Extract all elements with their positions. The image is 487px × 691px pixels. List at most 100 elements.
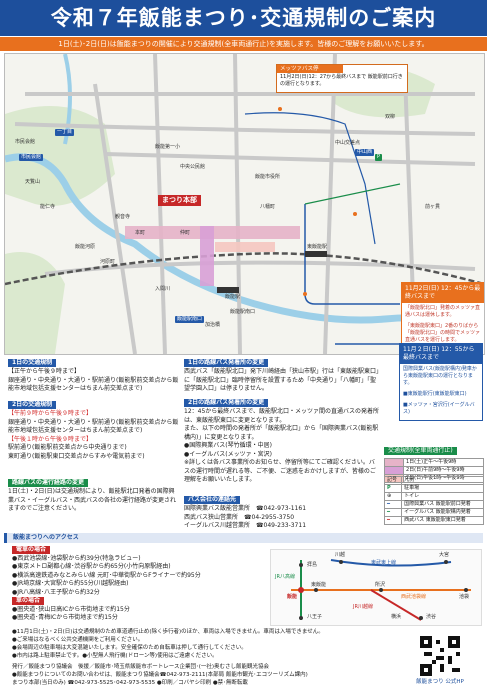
day2-roads-c: 東町通り(飯能駅東口交差点からすみや電気前まで): [8, 452, 145, 460]
train-line: ●西武池袋線･池袋駅から約39分(特急ラビュー): [12, 554, 141, 562]
day1-title: 1日の交通規制: [8, 359, 57, 367]
train-line: ●JR埼京線･大宮駅から約55分(川越駅経由): [12, 580, 129, 587]
bus-stop2-section: 2日の路線バス発着所の変更 12：45から最終バスまで、飯能駅北口・メッツァ間の…: [184, 398, 380, 485]
rail-station: 横浜: [391, 614, 402, 620]
qr-code-graphic: [420, 636, 460, 676]
bus-stop2-line: ●イーグルバス(メッツァ・宮沢): [184, 450, 272, 458]
rail-station: 八王子: [307, 614, 323, 620]
bus-contacts-title: バス会社の連絡先: [184, 496, 241, 504]
credit-line: ●飯能まつりについてのお問い合わせは、飯能まつり協議会☎042-973-2111…: [12, 672, 308, 678]
map-tag: 一丁目: [55, 129, 75, 136]
map-label-east-station: 東飯能駅: [307, 244, 328, 250]
contact-tel[interactable]: ☎04-2955-3750: [244, 513, 295, 521]
bus-route-body: 1日(土)・2日(日)は交通規制により、飯能駅北口発着の国際興業バス・イーグルバ…: [8, 488, 177, 512]
day2-title: 2日の交通規制: [8, 401, 57, 409]
rail-map-canvas: [291, 559, 471, 621]
rail-station: 渋谷: [426, 614, 437, 620]
day1-roads: 銀座通り・中央通り・大通り・駅前通り(飯能駅前交差点から飯能市地域包括支援センタ…: [8, 376, 179, 393]
map-label-kajibashi: 加治橋: [205, 322, 221, 328]
map-label-noninji: 能仁寺: [40, 204, 56, 210]
swatch: [384, 466, 404, 475]
map-label-kominkan: 中央公民館: [180, 164, 206, 170]
map-label-tenranzan: 天覧山: [25, 179, 41, 185]
rail-station: 拝島: [307, 562, 318, 568]
bus-line-icon: ━: [383, 516, 403, 525]
qr-caption: 飯能まつり 公式HP: [416, 679, 464, 685]
callout-body: 11月2日(日)12：27から最終バスまで 飯能駅前口行きの運行となります。: [280, 74, 403, 87]
rail-station: 川越: [335, 552, 346, 558]
credit-line: まつり本部(当日のみ) ☎042-973-5525･042-973-5535 ●…: [12, 680, 248, 686]
legend-text: 駐車場: [401, 484, 484, 493]
map-label-irumagawa: 入間川: [155, 286, 171, 292]
map-label-school: 飯能第一小: [155, 144, 181, 150]
contact-tel[interactable]: ☎049-233-3711: [256, 522, 307, 529]
day1-section: 1日の交通規制 【正午から午後９時まで】 銀座通り・中央通り・大通り・駅前通り(…: [8, 358, 180, 394]
bus-line-icon: ━: [383, 500, 403, 509]
legend-text: 凡例: [401, 476, 484, 485]
contact-name: 国際興業バス飯能営業所: [184, 505, 251, 512]
train-title: 電車の場合: [12, 546, 51, 554]
legend-text: 西武バス 東飯能駅東口発着: [401, 516, 484, 525]
map-canvas: [5, 54, 484, 354]
map-tag: 中山西: [355, 149, 375, 156]
legend-text: トイレ: [401, 492, 484, 501]
day2-roads-b: 駅前通り(飯能駅前交差点から中央通りまで): [8, 444, 127, 451]
callout-line: ■東飯能駅行(東飯能駅東口): [403, 391, 467, 397]
bus-stop2-line: ※詳しくは各バス事業所のお知らせ、停留所等にてご確認ください。バスの運行時間が遅…: [184, 459, 376, 483]
car-line: ●圏央道･青梅ICから市街地まで約15分: [12, 614, 118, 621]
rail-station: 飯能: [287, 594, 298, 600]
callout-title: 11月2日(日) 12：45から最終バスまで: [402, 283, 484, 303]
toilet-icon: ⊕: [383, 492, 403, 501]
footer-line: ●会場周辺の駐車場は大変混雑いたします。安全確保のため自転車は押して通行してくだ…: [12, 645, 247, 651]
header-banner: 令和７年飯能まつり･交通規制のご案内: [0, 0, 487, 36]
footer-line: ●ご来場はなるべく公共交通機関をご利用ください。: [12, 637, 144, 643]
bus-line-icon: ━: [383, 508, 403, 517]
map-label-maegakami: 前ヶ貫: [425, 204, 441, 210]
legend-text: イーグルバス 飯能駅構内発着: [401, 508, 484, 517]
regulation-row: 2日(日)午前9時〜午後9時: [403, 466, 484, 475]
footer-line: ●市内は路上駐車禁止です。●小型無人飛行機(ドローン等)使用はご遠慮ください。: [12, 653, 218, 659]
rail-station: 池袋: [459, 594, 470, 600]
bus-route-section: 路線バスの運行経路の変更 1日(土)・2日(日)は交通規制により、飯能駅北口発着…: [8, 478, 180, 514]
access-heading: 飯能まつりへのアクセス: [4, 533, 483, 543]
map-label-city-hall: 飯能市役所: [255, 174, 281, 180]
callout-title: メッツァバス停: [277, 65, 343, 73]
contact-row: 国際興業バス飯能営業所 ☎042-973-1161: [184, 505, 380, 514]
bus-stop2-line: 12：45から最終バスまで、飯能駅北口・メッツァ間の直通バスの発着所は、東飯能駅…: [184, 408, 380, 424]
day1-time: 【正午から午後９時まで】: [8, 368, 81, 375]
train-line: ●横浜高速鉄道みなとみらい線 元町･中華街駅からFライナーで約95分: [12, 571, 201, 579]
bus-stop2-line: また、以下の時間の発着所が「飯能駅北口」から「国際興業バス(飯能駅構内)」に変更…: [184, 425, 379, 441]
swatch: [384, 458, 404, 467]
contact-tel[interactable]: ☎042-973-1161: [256, 505, 307, 512]
callout-line: ■メッツァ・宮沢行(イーグルバス): [403, 402, 475, 415]
legend-text: 国際興業バス 飯能駅前口発着: [401, 500, 484, 509]
qr-code-icon[interactable]: [420, 636, 460, 676]
map-label-hachiman: 八幡町: [260, 204, 276, 210]
rail-station: 東飯能: [311, 582, 327, 588]
map-label-namiyanagi: 双柳: [385, 114, 396, 120]
rail-line-label: JR川越線: [353, 604, 373, 610]
map-label-honcho: 本町: [135, 230, 146, 236]
map-label-south-exit: 飯能駅南口: [230, 309, 256, 315]
car-line: ●圏央道･狭山日高ICから市街地まで約15分: [12, 605, 130, 613]
bus-stop1-title: 1日の路線バス発着所の変更: [184, 359, 269, 367]
metsa-bus-callout: メッツァバス停 11月2日(日)12：27から最終バスまで 飯能駅前口行きの運行…: [276, 64, 408, 93]
map-label-kawara: 飯能河原: [75, 244, 96, 250]
day2-time-b: 【午後１時から午後９時まで】: [8, 435, 93, 443]
contact-row: 西武バス狭山営業所 ☎04-2955-3750: [184, 514, 380, 523]
traffic-map[interactable]: 飯能駅 東飯能駅 飯能市役所 中山交差点 飯能河原 天覧山 能仁寺 観音寺 八幡…: [4, 53, 485, 355]
festival-hq-marker[interactable]: まつり本部: [158, 195, 201, 206]
rail-route-map: 飯能 東飯能 所沢 池袋 八王子 拝島 川越 大宮 渋谷 横浜 西武池袋線 JR…: [270, 549, 482, 626]
bus-stop1-body: 西武バス「飯能駅北口」発下川崎経由「狭山市駅」行は「東飯能駅東口」に「飯能駅北口…: [184, 368, 380, 392]
contact-name: 西武バス狭山営業所: [184, 513, 239, 521]
callout-line: 国際興業バス(飯能駅構内)発車から東飯能駅東口の運行となります。: [403, 366, 477, 386]
train-line: ●東京メトロ副都心線･渋谷駅から約65分(小竹向原駅経由): [12, 563, 171, 570]
legend-sym: 記号: [383, 476, 403, 485]
bus-stop2-title: 2日の路線バス発着所の変更: [184, 399, 269, 407]
parking-icon: P: [375, 154, 383, 161]
credit-line: 発行／飯能まつり協議会 後援／飯能市･埼玉県飯能市ボートレース企業団･(一社)奥…: [12, 664, 270, 670]
day2-roads-a: 銀座通り・中央通り・大通り・駅前通り(飯能駅前交差点から飯能市地域包括支援センタ…: [8, 418, 179, 435]
map-label-nakacho: 仲町: [180, 230, 191, 236]
access-section: 電車の場合 ●西武池袋線･池袋駅から約39分(特急ラビュー) ●東京メトロ副都心…: [12, 546, 262, 623]
